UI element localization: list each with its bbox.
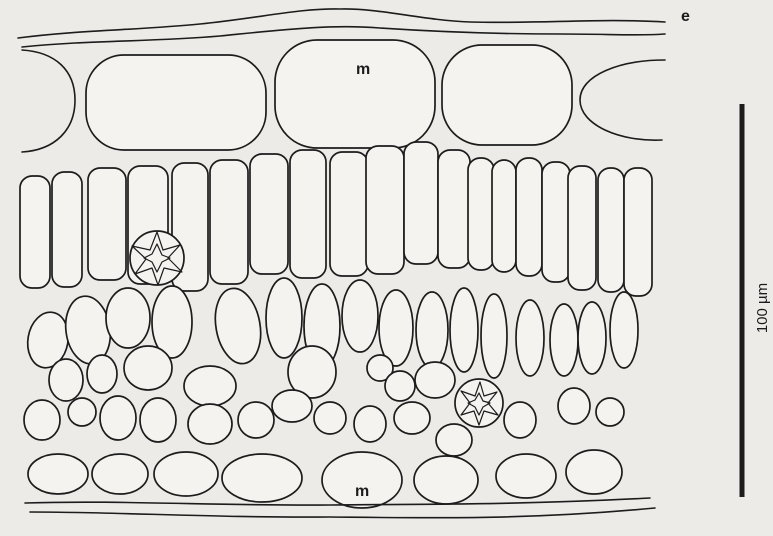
spongy-cell bbox=[87, 355, 117, 393]
lower-epidermal-cell bbox=[28, 454, 88, 494]
palisade-cell bbox=[516, 158, 542, 276]
lower-epidermal-cells bbox=[28, 450, 622, 508]
epidermal-cell bbox=[442, 45, 572, 145]
lower-epidermal-cell bbox=[496, 454, 556, 498]
palisade-cell bbox=[20, 176, 50, 288]
spongy-cell bbox=[385, 371, 415, 401]
label-mucilage-upper: m bbox=[356, 61, 370, 78]
palisade-cell bbox=[624, 168, 652, 296]
spongy-cell bbox=[49, 359, 83, 401]
palisade-cell bbox=[438, 150, 470, 268]
spongy-cell bbox=[68, 398, 96, 426]
palisade-cell bbox=[290, 150, 326, 278]
scale-bar-label: 100 µm bbox=[754, 283, 771, 333]
lower-epidermal-cell bbox=[414, 456, 478, 504]
palisade-cell bbox=[210, 160, 248, 284]
palisade-cell bbox=[468, 158, 494, 270]
spongy-cell bbox=[100, 396, 136, 440]
palisade-cell bbox=[330, 152, 368, 276]
spongy-cell bbox=[596, 398, 624, 426]
palisade-cell bbox=[88, 168, 126, 280]
spongy-cell bbox=[379, 290, 413, 366]
spongy-cell bbox=[314, 402, 346, 434]
epidermal-cell-partial-left bbox=[22, 50, 75, 152]
spongy-cell bbox=[354, 406, 386, 442]
spongy-cell bbox=[238, 402, 274, 438]
lower-epidermal-cell bbox=[154, 452, 218, 496]
palisade-cell bbox=[568, 166, 596, 290]
spongy-cell bbox=[481, 294, 507, 378]
spongy-cell bbox=[516, 300, 544, 376]
spongy-cell bbox=[124, 346, 172, 390]
spongy-cell bbox=[450, 288, 478, 372]
spongy-cell bbox=[184, 366, 236, 406]
spongy-cell bbox=[610, 292, 638, 368]
spongy-cell bbox=[416, 292, 448, 368]
palisade-cell bbox=[52, 172, 82, 287]
spongy-cell bbox=[342, 280, 378, 352]
spongy-cell bbox=[210, 285, 267, 367]
spongy-cell bbox=[272, 390, 312, 422]
palisade-cell bbox=[404, 142, 438, 264]
epidermal-cell bbox=[86, 55, 266, 150]
label-mucilage-lower: m bbox=[355, 483, 369, 500]
spongy-cell bbox=[266, 278, 302, 358]
epidermal-cell-partial-right bbox=[580, 60, 665, 140]
palisade-cell bbox=[492, 160, 516, 272]
druse-crystal-left bbox=[130, 231, 184, 285]
spongy-cell bbox=[558, 388, 590, 424]
upper-epidermal-cells bbox=[22, 40, 665, 152]
spongy-cell bbox=[578, 302, 606, 374]
mucilage-cell-upper bbox=[275, 40, 435, 148]
spongy-cell bbox=[140, 398, 176, 442]
lower-epidermal-cell bbox=[92, 454, 148, 494]
spongy-mesophyll bbox=[23, 278, 638, 456]
spongy-cell bbox=[24, 400, 60, 440]
spongy-cell bbox=[394, 402, 430, 434]
spongy-cell bbox=[188, 404, 232, 444]
spongy-cell bbox=[106, 288, 150, 348]
spongy-cell bbox=[550, 304, 578, 376]
label-epidermis: e bbox=[681, 8, 690, 25]
spongy-cell bbox=[436, 424, 472, 456]
palisade-cell bbox=[250, 154, 288, 274]
palisade-cell bbox=[598, 168, 624, 292]
lower-epidermal-cell bbox=[222, 454, 302, 502]
palisade-cell bbox=[366, 146, 404, 274]
lower-epidermis-outer-line bbox=[30, 508, 655, 518]
spongy-cell bbox=[415, 362, 455, 398]
lower-epidermal-cell bbox=[566, 450, 622, 494]
druse-crystal-right bbox=[455, 379, 503, 427]
spongy-cell bbox=[504, 402, 536, 438]
palisade-cell bbox=[542, 162, 570, 282]
palisade-layer bbox=[20, 142, 652, 296]
